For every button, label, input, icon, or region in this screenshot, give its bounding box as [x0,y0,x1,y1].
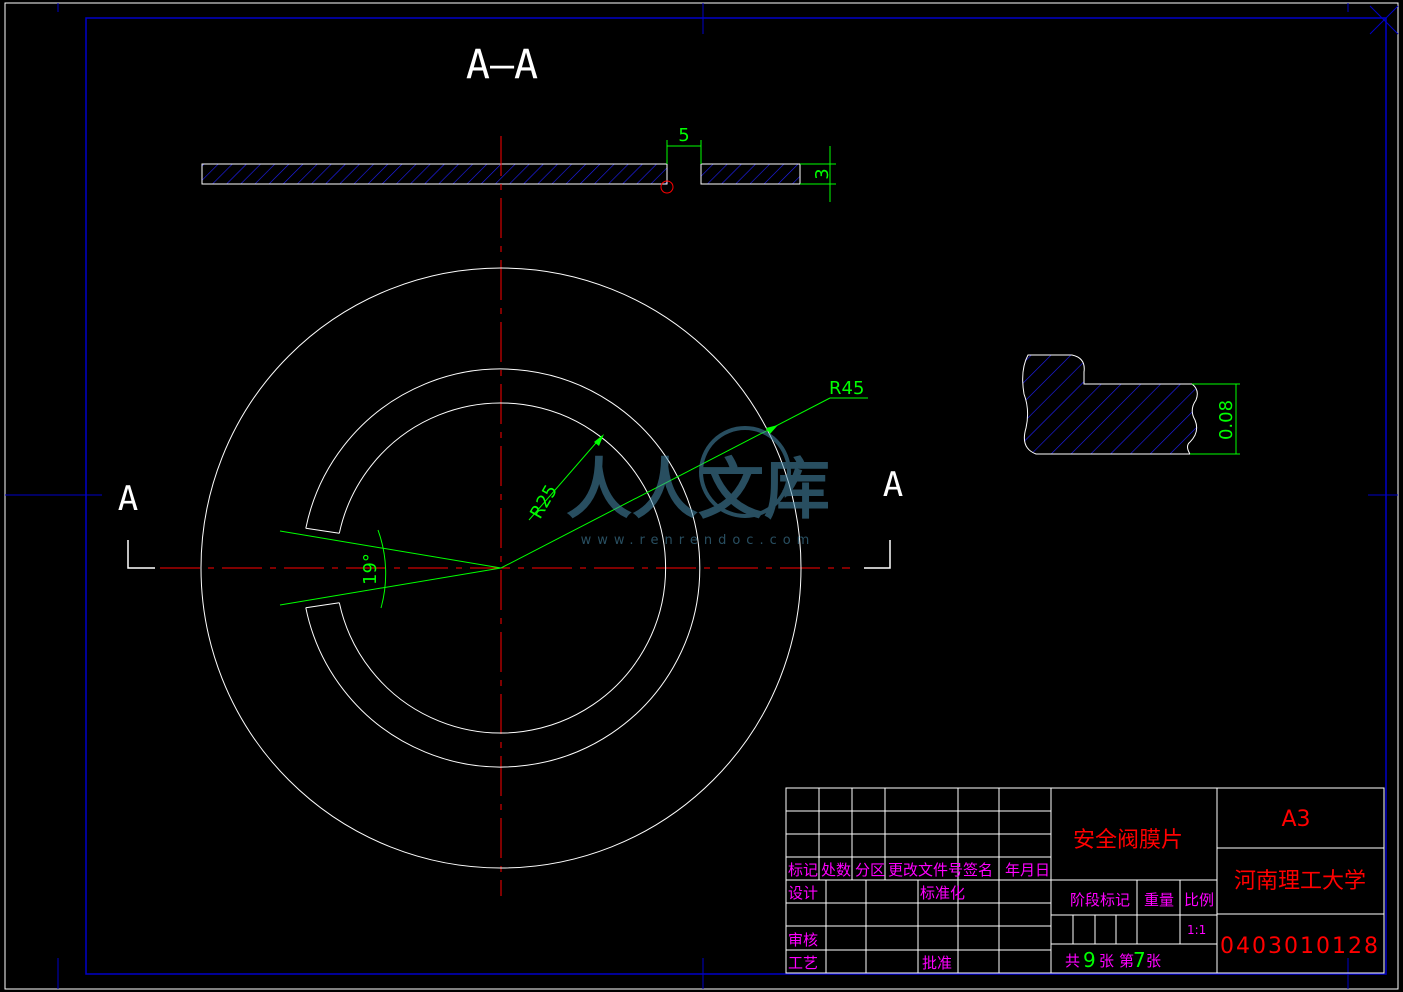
hdr-biaoji: 标记 [788,861,818,879]
sheet-total: 9 [1083,948,1096,972]
label-jieduan: 阶段标记 [1070,891,1130,909]
watermark-text: 人人文库 [566,451,830,528]
slot-edge-bottom [305,602,340,609]
slot-width-label: 5 [678,125,689,146]
thickness-label: 3 [812,168,833,179]
hdr-chushu: 处数 [821,861,851,879]
drawing-number: 0403010128 [1220,934,1380,959]
section-mark-left: A [118,479,138,519]
middle-arc [305,368,701,768]
detail-dimension [1190,383,1240,455]
top-view: R45 R25 19° A A [118,136,903,896]
thickness-dimension [800,146,836,202]
label-gongyi: 工艺 [788,954,818,972]
label-gong: 共 [1065,952,1080,970]
watermark-logo-ring [699,426,791,518]
slot-edge-top [305,527,340,534]
slot-dimension [666,140,702,164]
label-zhongliang: 重量 [1144,891,1174,909]
watermark-url: www.renrendoc.com [581,533,816,548]
detail-height-label: 0.08 [1216,400,1237,440]
sheet-format: A3 [1281,807,1310,832]
section-title: A—A [466,42,538,88]
school-name: 河南理工大学 [1234,869,1366,894]
label-zhang1: 张 [1099,952,1114,970]
detail-view: 0.08 [1022,354,1240,455]
label-bili: 比例 [1184,891,1214,909]
r45-arrow [766,425,778,434]
title-block: 标记 处数 分区 更改文件号 签名 年月日 设计 标准化 审核 工艺 批准 阶段… [785,787,1385,974]
inner-border [85,17,1387,975]
section-plate-left [201,163,668,185]
watermark: 人人文库 www.renrendoc.com [566,426,830,548]
section-plate-right [700,163,801,185]
section-mark-right: A [883,465,903,505]
label-pizhun: 批准 [922,954,952,972]
label-zhang2: 张 [1146,952,1161,970]
label-sheji: 设计 [788,884,818,902]
section-cut-markers [127,540,891,569]
hdr-qianming: 签名 [963,861,993,879]
part-name: 安全阀膜片 [1073,828,1183,853]
outer-frame [4,2,1399,990]
label-di: 第 [1119,952,1134,970]
inner-arc [338,402,667,734]
label-biaozhunhua: 标准化 [920,884,965,902]
scale-value: 1:1 [1187,923,1206,937]
detail-profile [1022,354,1198,455]
angle-label: 19° [360,553,381,585]
hdr-fenqu: 分区 [855,861,885,879]
hdr-genggai: 更改文件号 [888,861,963,879]
hdr-nianyueri: 年月日 [1005,861,1050,879]
r25-arrow [594,434,604,446]
label-shenhe: 审核 [788,931,818,949]
detail-marker-circle [660,180,674,194]
sheet-current: 7 [1133,948,1146,972]
outer-circle [200,267,802,869]
r45-label: R45 [829,378,864,399]
section-view: 5 3 [201,125,836,202]
